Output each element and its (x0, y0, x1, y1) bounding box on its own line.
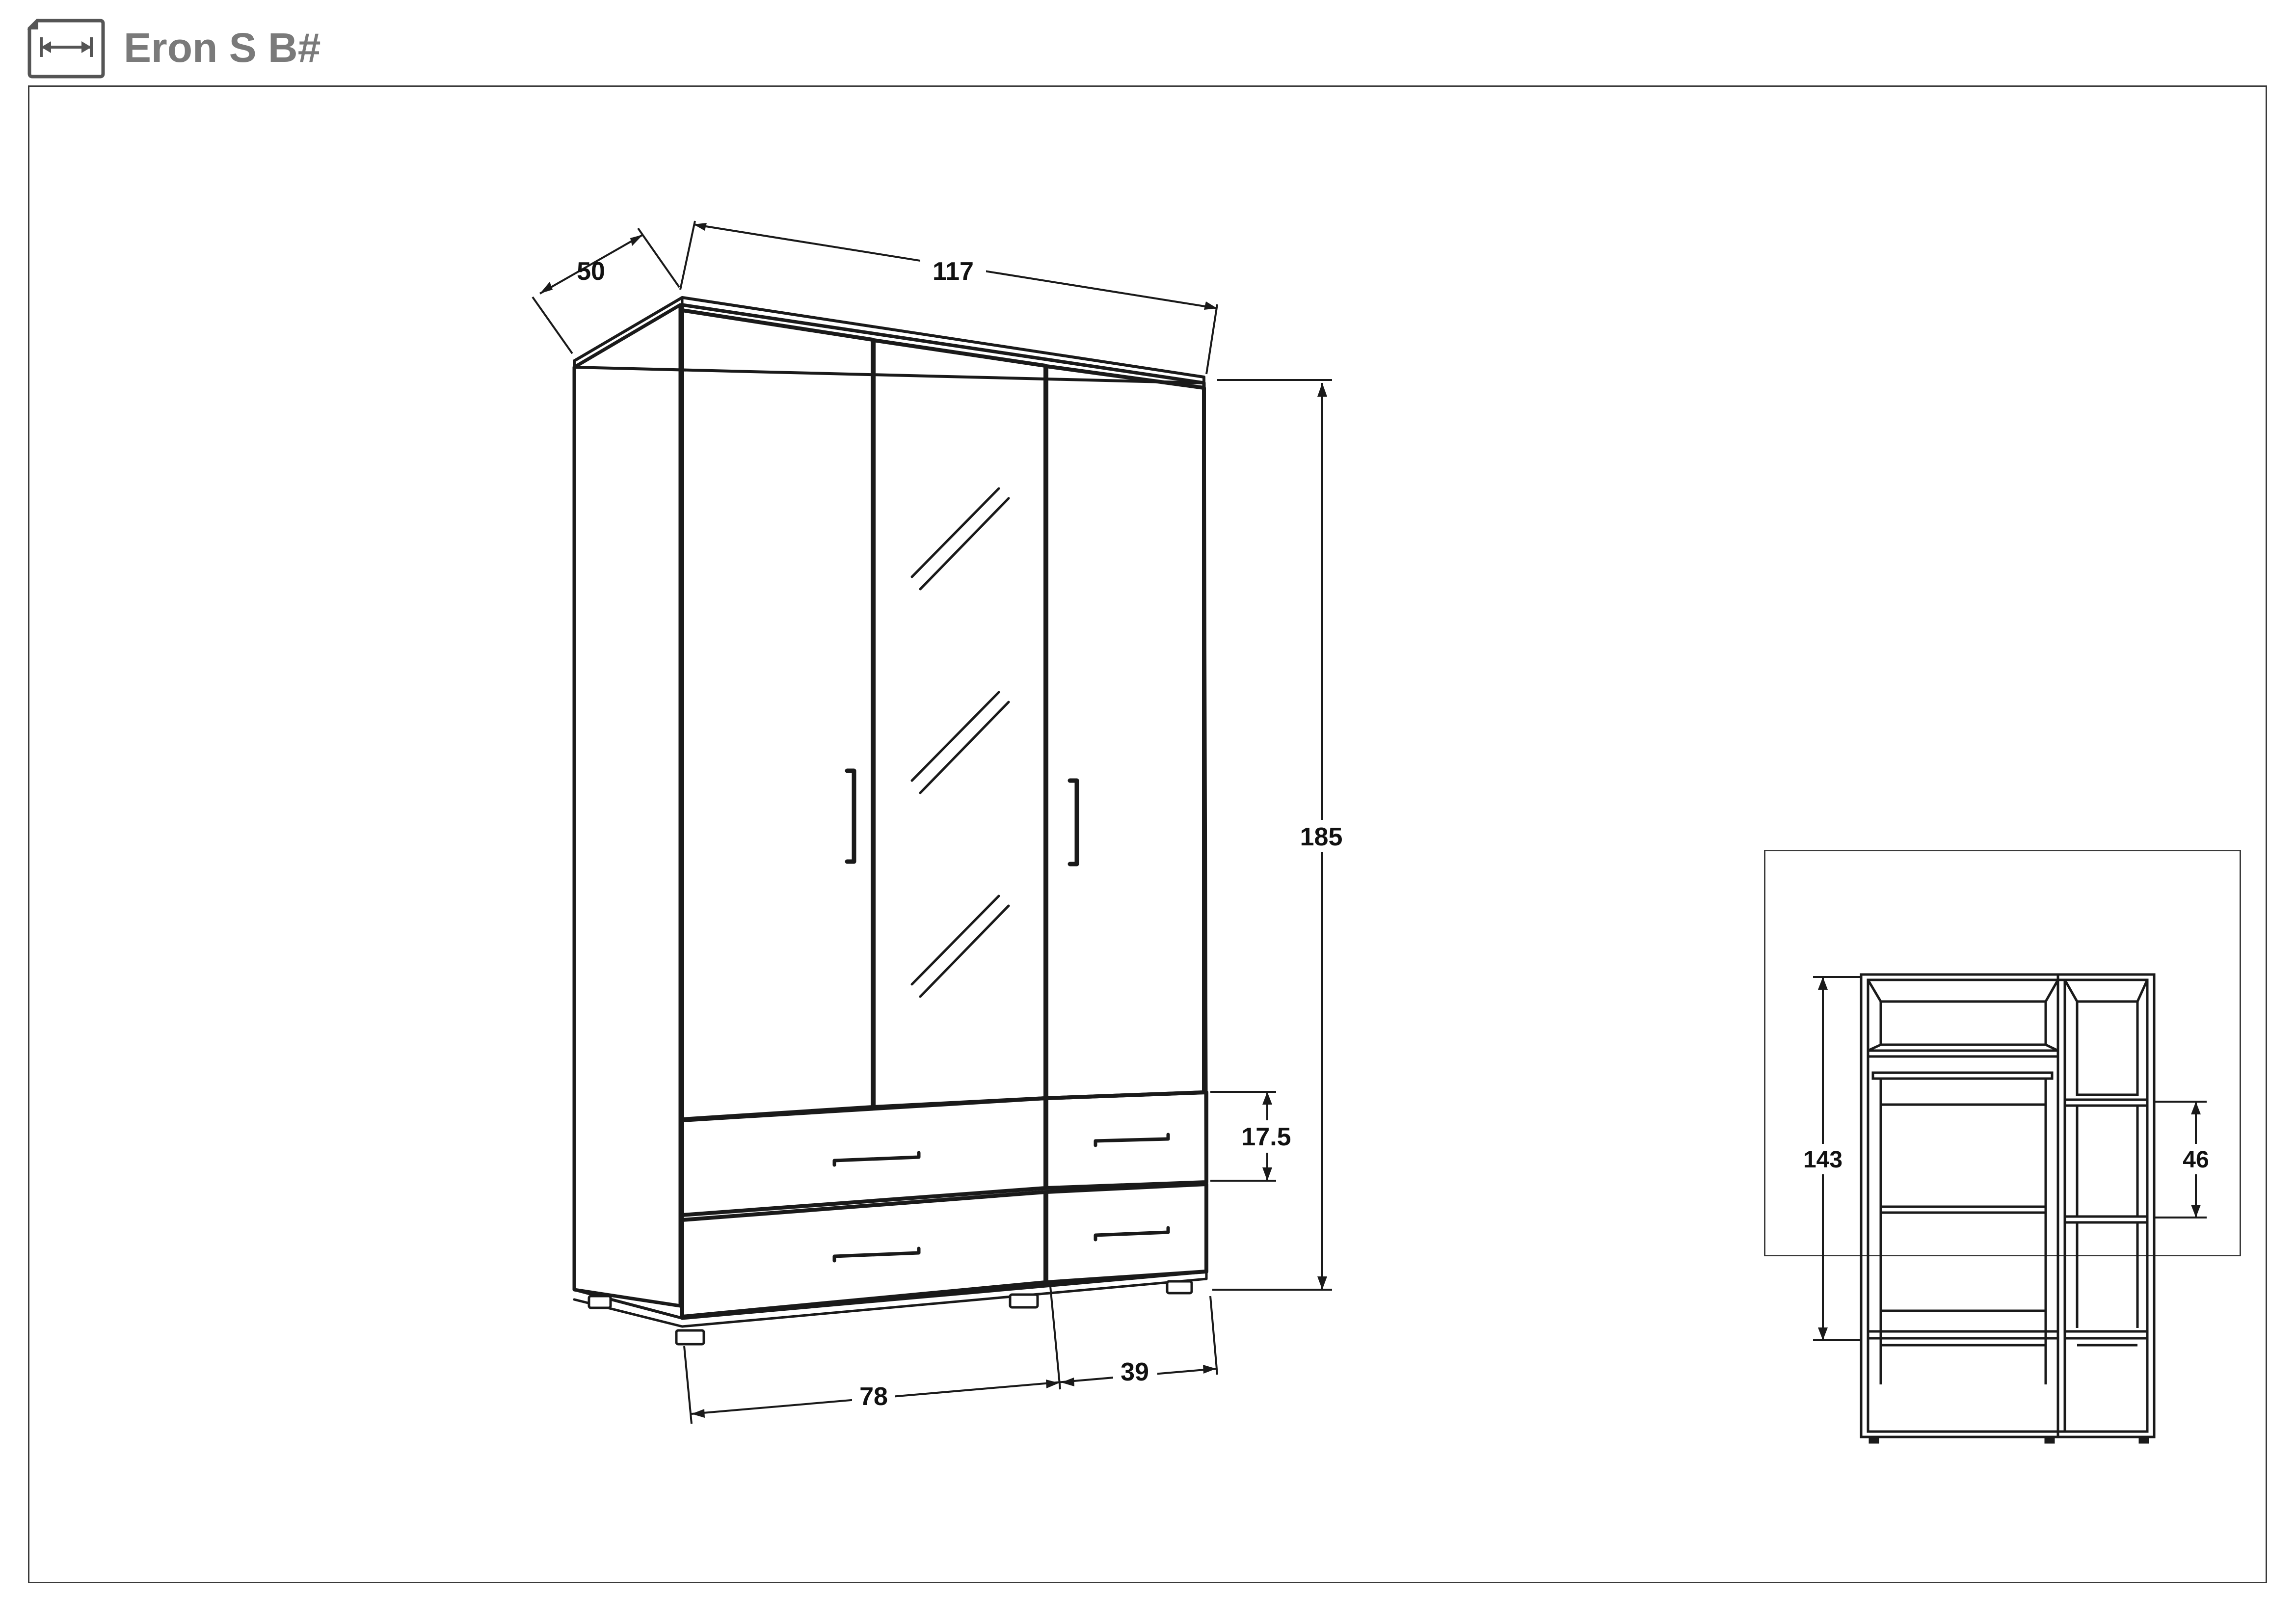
dimensions-icon (27, 18, 105, 79)
inset-drawing-frame (1764, 850, 2241, 1256)
dimension-lines (532, 220, 1332, 1424)
inset-dimension-arrows (1818, 977, 2201, 1340)
dim-depth-label: 50 (577, 257, 605, 286)
door-mirror (872, 338, 1047, 1109)
main-drawing-frame (28, 85, 2267, 1583)
dim-shelf-spacing-label: 46 (2183, 1147, 2209, 1173)
wardrobe-side-panel (572, 303, 682, 1308)
wardrobe-top (573, 296, 1205, 384)
dim-front-left-label: 78 (859, 1382, 888, 1411)
drawer-handles (832, 1133, 1170, 1263)
dim-width-label: 117 (933, 257, 974, 286)
door-left (680, 308, 875, 1121)
handle-left-door (845, 768, 856, 864)
dimension-arrows (540, 223, 1327, 1418)
page-title: Eron S B# (124, 25, 321, 71)
interior-outer (1860, 973, 2156, 1438)
wardrobe-feet (587, 1280, 1193, 1346)
dim-height-label: 185 (1300, 823, 1343, 851)
inset-wardrobe-interior (1860, 973, 2156, 1444)
dim-drawer-height-label: 17.5 (1241, 1123, 1291, 1151)
dim-front-right-label: 39 (1121, 1358, 1149, 1386)
dimension-labels: 50 117 185 17.5 78 39 (577, 251, 1351, 1414)
mirror-reflection (910, 487, 1010, 998)
handle-right-door (1068, 778, 1079, 866)
door-right (1044, 364, 1206, 1100)
wardrobe-drawing (572, 296, 1208, 1346)
inset-dimension-labels: 143 46 (1795, 1144, 2216, 1174)
wardrobe-front-outline (680, 303, 1208, 1320)
drawer-right-bottom (1044, 1182, 1208, 1284)
dim-hanging-height-label: 143 (1803, 1147, 1842, 1173)
